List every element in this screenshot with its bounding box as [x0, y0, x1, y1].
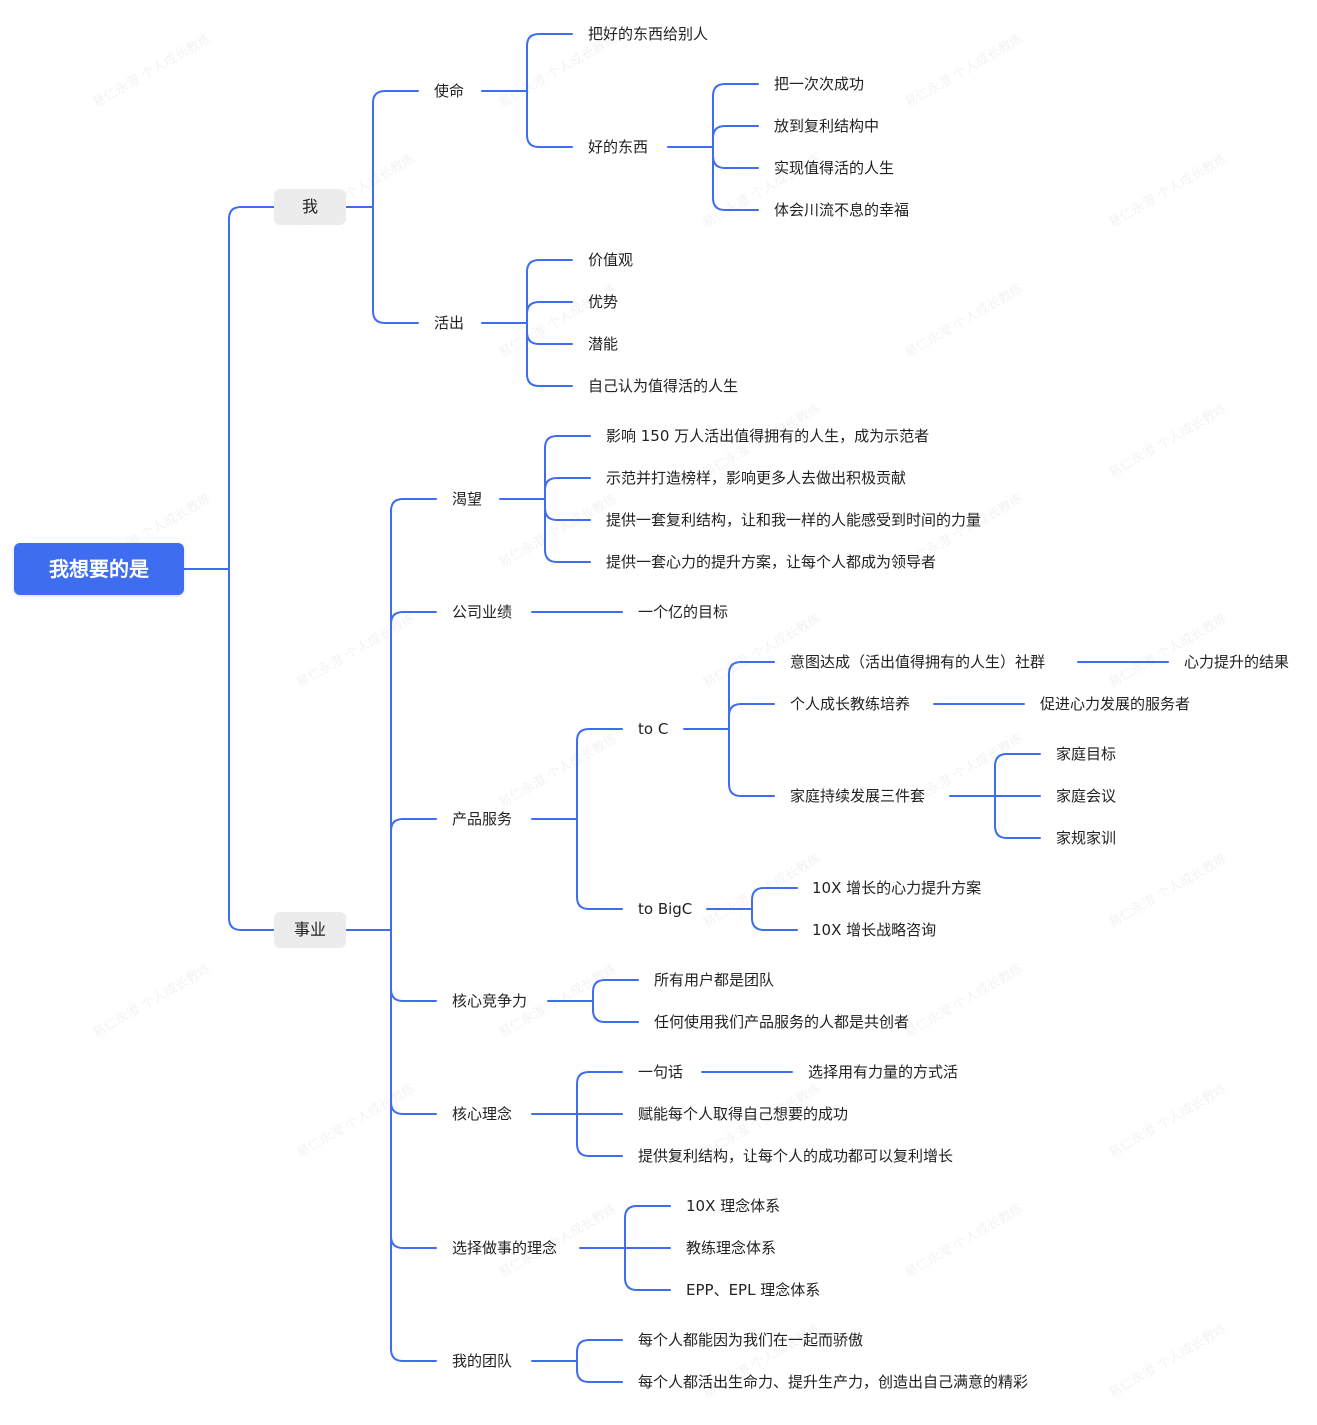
connector-branch: [544, 435, 591, 500]
node-compete-1[interactable]: 所有用户都是团队: [654, 971, 775, 989]
node-toc-1a[interactable]: 心力提升的结果: [1184, 653, 1290, 671]
connector-branch: [390, 929, 437, 1115]
connector-branch: [390, 929, 437, 1362]
branch-career[interactable]: 事业: [274, 912, 346, 948]
node-idea-3[interactable]: 提供复利结构，让每个人的成功都可以复利增长: [638, 1147, 954, 1165]
connector-branch: [728, 728, 775, 797]
node-good-4[interactable]: 体会川流不息的幸福: [774, 201, 910, 219]
connector-branch: [576, 1360, 623, 1383]
node-toc-1[interactable]: 意图达成（活出值得拥有的人生）社群: [790, 653, 1046, 671]
node-toc-3a[interactable]: 家庭目标: [1056, 745, 1117, 763]
node-product[interactable]: 产品服务: [452, 810, 513, 828]
node-mission[interactable]: 使命: [434, 82, 465, 100]
branch-me[interactable]: 我: [274, 189, 346, 225]
connector-branch: [544, 477, 591, 500]
connector-branch: [624, 1205, 671, 1249]
node-desire-4[interactable]: 提供一套心力的提升方案，让每个人都成为领导者: [606, 553, 937, 571]
connector-branch: [228, 568, 275, 931]
node-choose-3[interactable]: EPP、EPL 理念体系: [686, 1281, 821, 1299]
connector-branch: [228, 206, 275, 570]
node-toc[interactable]: to C: [638, 720, 669, 738]
connector-branch: [728, 703, 775, 730]
node-choose[interactable]: 选择做事的理念: [452, 1239, 558, 1257]
connector-branch: [544, 498, 591, 563]
connector-branch: [712, 146, 759, 169]
node-good-3[interactable]: 实现值得活的人生: [774, 159, 895, 177]
node-toc-3c[interactable]: 家规家训: [1056, 829, 1117, 847]
node-live-3[interactable]: 潜能: [588, 335, 619, 353]
connector-branch: [751, 908, 798, 931]
node-performance[interactable]: 公司业绩: [452, 603, 513, 621]
node-mission-1[interactable]: 把好的东西给别人: [588, 25, 709, 43]
node-live[interactable]: 活出: [434, 314, 465, 332]
connector-branch: [526, 322, 573, 387]
connector-branch: [526, 33, 573, 92]
connector-branch: [592, 979, 639, 1002]
node-desire-1[interactable]: 影响 150 万人活出值得拥有的人生，成为示范者: [606, 427, 930, 445]
connector-branch: [712, 146, 759, 211]
connector-branch: [390, 929, 437, 1002]
node-live-1[interactable]: 价值观: [588, 251, 634, 269]
node-good-1[interactable]: 把一次次成功: [774, 75, 865, 93]
connector-branch: [372, 90, 419, 208]
connector-branch: [994, 753, 1041, 797]
connector-branch: [526, 301, 573, 324]
root-node[interactable]: 我想要的是: [14, 543, 184, 595]
connector-branch: [576, 1113, 623, 1157]
node-tobigc-1[interactable]: 10X 增长的心力提升方案: [812, 879, 982, 897]
node-toc-3[interactable]: 家庭持续发展三件套: [790, 787, 926, 805]
node-good-2[interactable]: 放到复利结构中: [774, 117, 880, 135]
node-live-4[interactable]: 自己认为值得活的人生: [588, 377, 739, 395]
connector-branch: [712, 83, 759, 148]
node-desire-2[interactable]: 示范并打造榜样，影响更多人去做出积极贡献: [606, 469, 907, 487]
node-team-2[interactable]: 每个人都活出生命力、提升生产力，创造出自己满意的精彩: [638, 1373, 1029, 1391]
node-compete-2[interactable]: 任何使用我们产品服务的人都是共创者: [654, 1013, 910, 1031]
node-compete[interactable]: 核心竞争力: [452, 992, 528, 1010]
node-live-2[interactable]: 优势: [588, 293, 619, 311]
connector-branch: [728, 661, 775, 730]
node-desire-3[interactable]: 提供一套复利结构，让和我一样的人能感受到时间的力量: [606, 511, 982, 529]
node-choose-1[interactable]: 10X 理念体系: [686, 1197, 781, 1215]
node-toc-2[interactable]: 个人成长教练培养: [790, 695, 911, 713]
connector-branch: [592, 1000, 639, 1023]
connector-branch: [576, 1071, 623, 1115]
node-desire[interactable]: 渴望: [452, 490, 483, 508]
node-toc-2a[interactable]: 促进心力发展的服务者: [1040, 695, 1191, 713]
connector-branch: [624, 1247, 671, 1291]
connector-branch: [544, 498, 591, 521]
node-choose-2[interactable]: 教练理念体系: [686, 1239, 777, 1257]
node-team[interactable]: 我的团队: [452, 1352, 513, 1370]
connector-branch: [372, 206, 419, 324]
connector-branch: [526, 322, 573, 345]
connector-branch: [390, 611, 437, 931]
connector-branch: [526, 90, 573, 148]
node-performance-1[interactable]: 一个亿的目标: [638, 603, 729, 621]
node-tobigc-2[interactable]: 10X 增长战略咨询: [812, 921, 937, 939]
connector-branch: [751, 887, 798, 910]
connector-branch: [390, 818, 437, 931]
node-idea[interactable]: 核心理念: [452, 1105, 513, 1123]
node-good-things[interactable]: 好的东西: [588, 138, 649, 156]
connector-branch: [576, 728, 623, 820]
connector-branch: [526, 259, 573, 324]
node-team-1[interactable]: 每个人都能因为我们在一起而骄傲: [638, 1331, 864, 1349]
node-idea-1[interactable]: 一句话: [638, 1063, 684, 1081]
connector-branch: [712, 125, 759, 148]
node-idea-1a[interactable]: 选择用有力量的方式活: [808, 1063, 959, 1081]
connector-branch: [390, 498, 437, 931]
node-idea-2[interactable]: 赋能每个人取得自己想要的成功: [638, 1105, 849, 1123]
connector-branch: [994, 795, 1041, 839]
node-toc-3b[interactable]: 家庭会议: [1056, 787, 1117, 805]
connector-branch: [576, 1339, 623, 1362]
connector-branch: [576, 818, 623, 910]
connector-branch: [390, 929, 437, 1249]
node-tobigc[interactable]: to BigC: [638, 900, 693, 918]
